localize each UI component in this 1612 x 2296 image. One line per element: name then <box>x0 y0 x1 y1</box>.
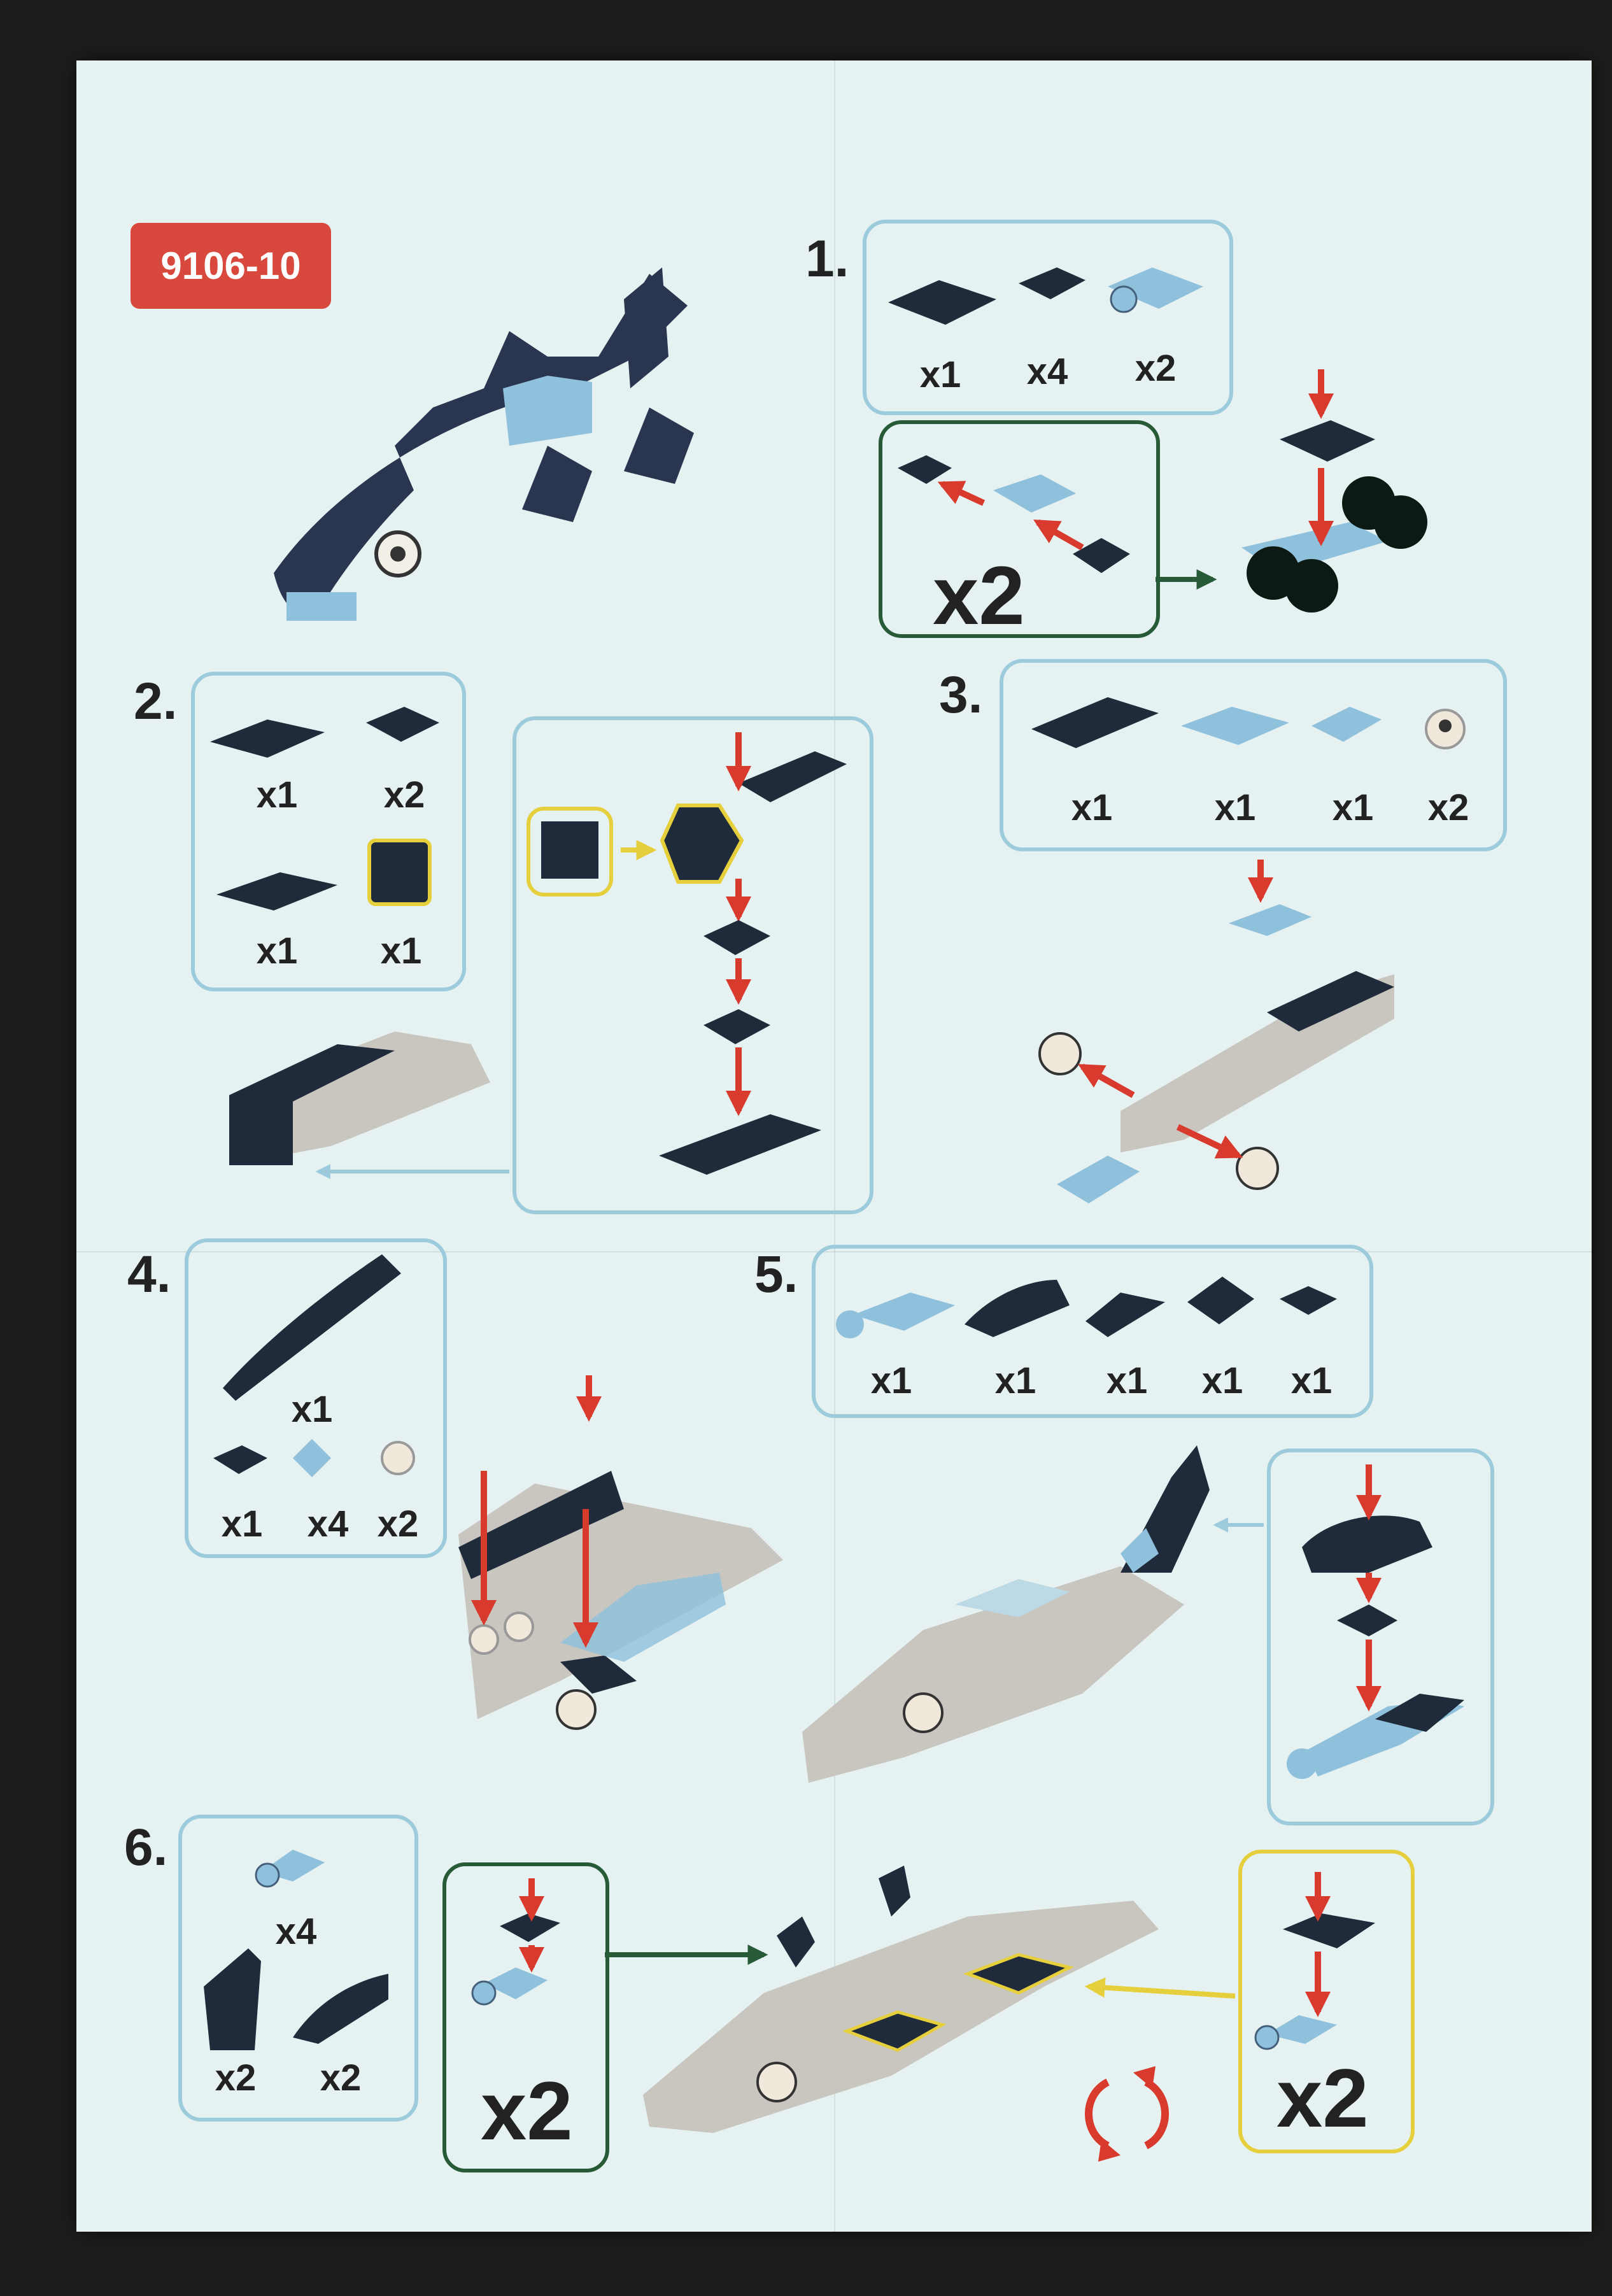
step-1-result <box>1241 369 1427 613</box>
step-4-number: 4. <box>127 1245 171 1303</box>
step-5-qty-5: x1 <box>1290 1360 1333 1401</box>
step-3-qty-1: x1 <box>1071 787 1113 828</box>
step-5-parts <box>836 1277 1337 1338</box>
step-6-left-subassembly <box>471 1878 560 2006</box>
step-5-detail <box>1287 1464 1464 1779</box>
step-6-result <box>643 1866 1159 2133</box>
step-3-parts-box <box>1000 659 1507 851</box>
step-1-subassembly-box <box>879 420 1160 638</box>
step-2-number: 2. <box>134 672 178 730</box>
step-1-number: 1. <box>805 230 849 288</box>
step-6-number: 6. <box>124 1818 168 1876</box>
step-4-qty-2: x1 <box>221 1503 263 1545</box>
step-4-qty-3: x4 <box>307 1503 349 1545</box>
step-2-result <box>229 1031 490 1165</box>
step-3-qty-3: x1 <box>1332 787 1374 828</box>
step-1-qty-1: x1 <box>919 354 961 395</box>
step-5-result <box>802 1445 1210 1783</box>
step-2-detail-box <box>513 716 873 1214</box>
step-5-qty-4: x1 <box>1201 1360 1243 1401</box>
rotate-icon <box>1085 2066 1169 2162</box>
step-5-qty-2: x1 <box>994 1360 1036 1401</box>
step-6-qty-1: x4 <box>275 1911 317 1952</box>
step-4-qty-4: x2 <box>377 1503 419 1545</box>
step-3-qty-2: x1 <box>1214 787 1256 828</box>
step-1-qty-2: x4 <box>1026 351 1068 392</box>
step-1-parts-box <box>863 220 1233 415</box>
step-6-left-subassembly-box <box>442 1862 609 2172</box>
step-6-right-subassembly-box <box>1238 1850 1415 2153</box>
set-code-badge: 9106-10 <box>131 223 331 309</box>
step-6-qty-3: x2 <box>320 2057 362 2099</box>
step-6-qty-2: x2 <box>215 2057 257 2099</box>
step-1-qty-3: x2 <box>1135 348 1177 389</box>
step-6-right-multiplier: x2 <box>1276 2052 1369 2144</box>
step-4-parts-box <box>185 1238 447 1558</box>
step-6-parts-box <box>178 1815 418 2122</box>
step-2-parts-box <box>191 672 466 991</box>
step-6-parts <box>204 1850 388 2050</box>
step-3-qty-4: x2 <box>1427 787 1469 828</box>
step-1-subassembly <box>898 455 1130 573</box>
step-6-left-multiplier: x2 <box>481 2064 573 2157</box>
step-5-detail-box <box>1267 1449 1494 1825</box>
step-2-qty-4: x1 <box>380 930 422 972</box>
step-5-number: 5. <box>754 1245 798 1303</box>
step-3-result <box>1038 860 1394 1203</box>
fold-line-vertical <box>834 60 835 2232</box>
step-2-qty-3: x1 <box>256 930 298 972</box>
step-5-qty-1: x1 <box>870 1360 912 1401</box>
step-1-parts <box>888 267 1203 325</box>
step-6-right-subassembly <box>1254 1872 1375 2050</box>
step-5-qty-3: x1 <box>1106 1360 1148 1401</box>
step-2-parts <box>210 707 439 911</box>
step-2-detail <box>527 732 847 1175</box>
step-3-number: 3. <box>939 666 983 724</box>
step-5-parts-box <box>812 1245 1373 1418</box>
step-2-qty-1: x1 <box>256 774 298 816</box>
step-4-parts <box>213 1254 415 1477</box>
step-4-qty-1: x1 <box>291 1389 333 1430</box>
step-4-assembly <box>458 1375 783 1730</box>
step-3-parts <box>1031 697 1466 749</box>
step-2-qty-2: x2 <box>383 774 425 816</box>
shark-model-illustration <box>274 267 694 621</box>
step-1-subassembly-multiplier: x2 <box>933 549 1025 642</box>
